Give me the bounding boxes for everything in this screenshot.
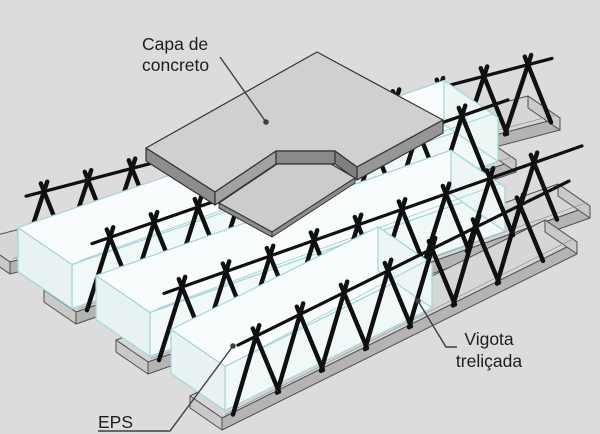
leader-vigota-trelicada [417, 300, 457, 348]
labels: Capa de concreto Vigota treliçada EPS [98, 34, 522, 432]
leader-eps [98, 345, 234, 432]
label-capa-line1: Capa de [142, 34, 208, 54]
leader-capa-de-concreto [219, 56, 267, 123]
slab-assembly [0, 51, 591, 431]
label-vigota-line1: Vigota [464, 329, 514, 349]
leader-dot-eps [230, 343, 236, 349]
label-vigota-line2: treliçada [456, 351, 522, 371]
callouts [98, 56, 457, 432]
label-eps: EPS [98, 412, 133, 432]
leader-dot-capa [263, 119, 269, 125]
lattice-truss-4 [230, 179, 571, 417]
label-capa-line2: concreto [142, 55, 209, 75]
leader-dot-vigota [415, 298, 421, 304]
concrete-cap [145, 51, 444, 238]
